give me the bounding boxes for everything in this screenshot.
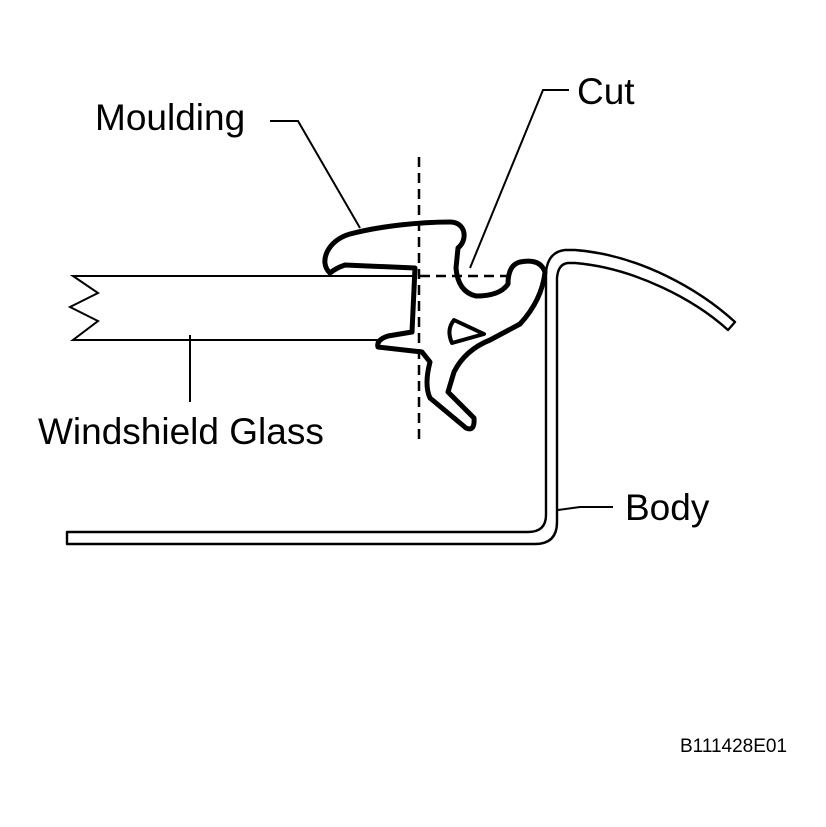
moulding-label: Moulding xyxy=(95,97,245,138)
cut-leader xyxy=(469,89,569,269)
moulding-hollow xyxy=(447,318,486,345)
body-label: Body xyxy=(625,487,710,528)
figure-code: B111428E01 xyxy=(680,736,787,757)
windshield-glass-label: Windshield Glass xyxy=(38,411,324,452)
cut-label: Cut xyxy=(577,71,635,112)
body-panel xyxy=(65,248,737,546)
windshield-glass xyxy=(67,275,413,341)
moulding-leader xyxy=(270,120,361,229)
moulding-profile xyxy=(322,219,548,432)
body-leader xyxy=(557,506,613,511)
